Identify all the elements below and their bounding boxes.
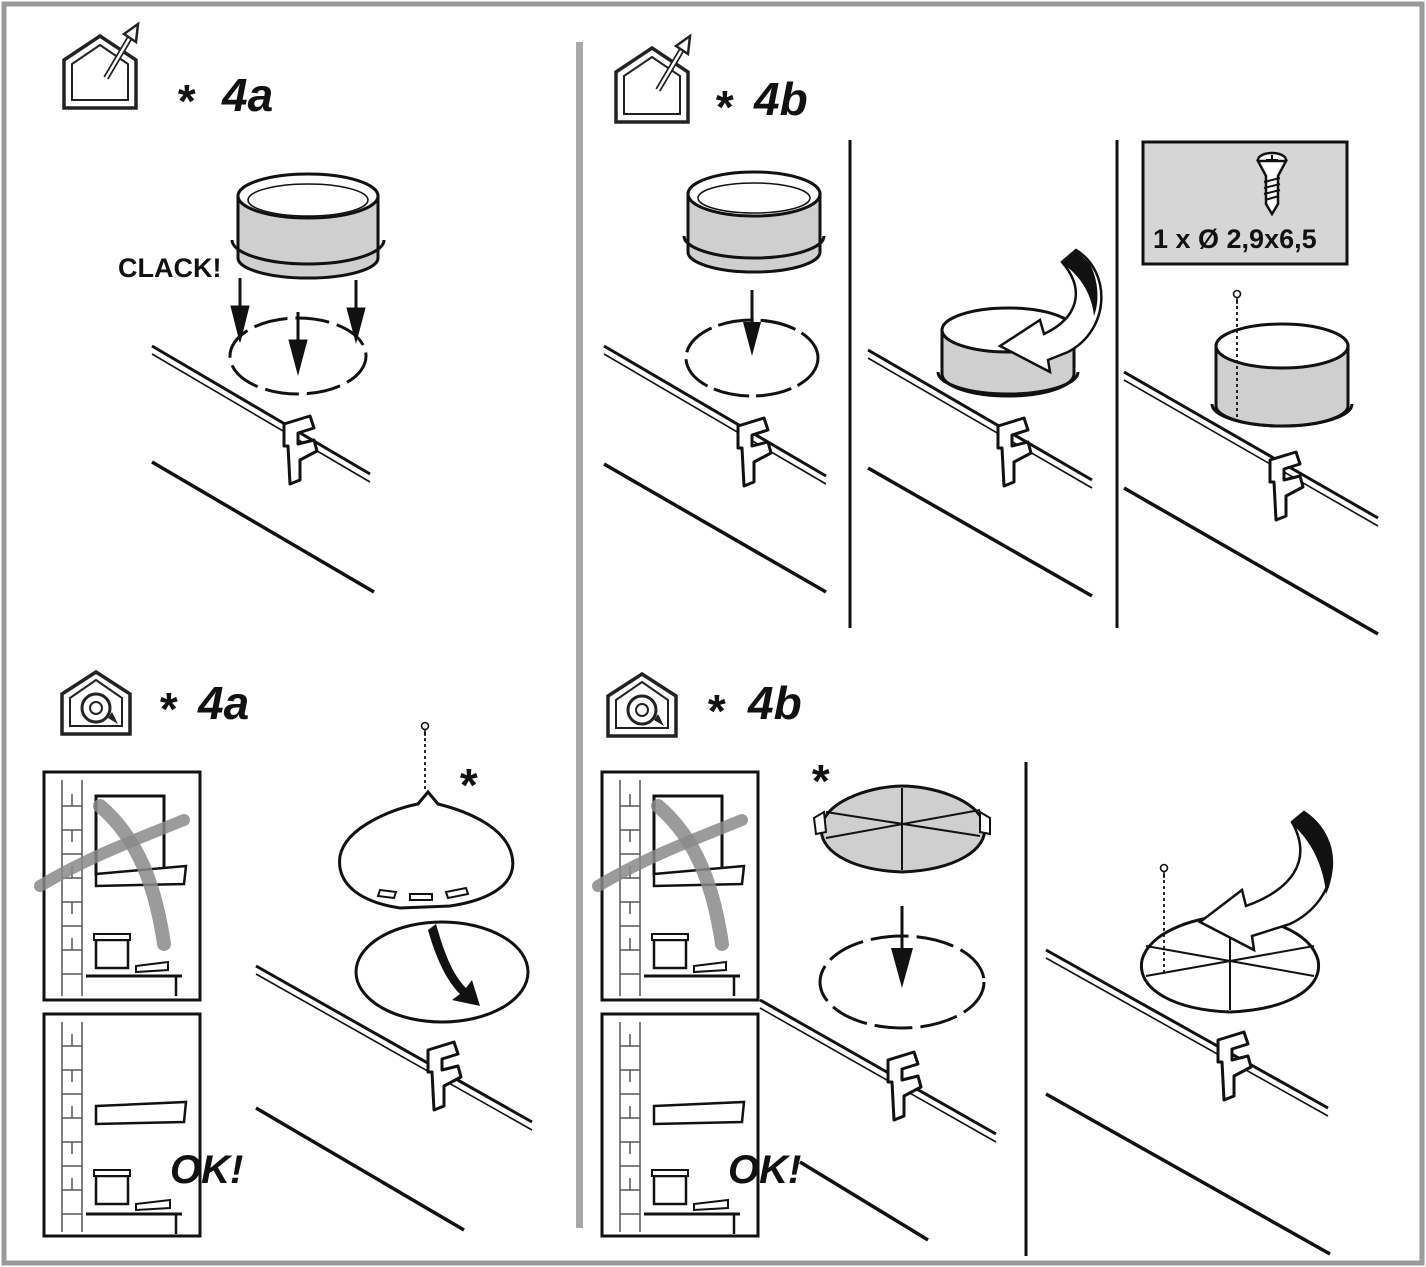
hood-ceiling-bottom-left [255,920,533,1232]
optional-marker: * [714,81,732,133]
hood-ceiling-4b-step3 [1123,289,1379,636]
screw-icon [1255,151,1289,217]
insert-arrows-4a [230,278,366,376]
optional-marker: * [158,683,176,735]
house-recirculation-icon [606,671,678,738]
screw-spec-text: 1 x Ø 2,9x6,5 [1153,224,1317,254]
house-outlet-arrow-icon [62,21,140,110]
ok-label: OK! [728,1148,802,1192]
hood-ceiling-top-left [151,316,375,594]
optional-marker: * [706,685,724,737]
hood-ceiling-bottom-right-2 [1045,863,1331,1256]
rotate-down-arrow-icon [428,924,480,1006]
duct-adapter-ring-4a [230,172,386,280]
step-label-4a-ducted: 4a [222,69,274,121]
room-scene-wrong [592,770,760,1002]
rotate-arrow-icon [1197,810,1334,953]
room-scene-wrong [34,770,202,1002]
hood-ceiling-bottom-right-1 [759,934,997,1242]
rotate-arrow-icon [997,248,1103,375]
charcoal-filter-disc [812,784,991,988]
ok-label: OK! [170,1148,244,1192]
room-scene-ok [600,1012,760,1238]
outlet-cover-plate [338,721,515,910]
house-recirculation-icon [60,669,132,736]
clack-note: CLACK! [118,253,222,283]
screw-spec-box [1141,140,1349,266]
main-divider [576,42,583,1228]
step-label-4b-ducted: 4b [754,73,808,125]
step-label-4a-recirc: 4a [198,677,250,729]
step-label-4b-recirc: 4b [748,677,802,729]
duct-adapter-ring-4b [682,170,826,356]
hood-ceiling-4b-step1 [603,318,827,594]
optional-marker: * [176,75,194,127]
option-marker-cover: * [458,759,476,811]
room-scene-ok [42,1012,202,1238]
option-marker-filter: * [810,755,828,807]
house-outlet-arrow-icon [614,33,692,124]
